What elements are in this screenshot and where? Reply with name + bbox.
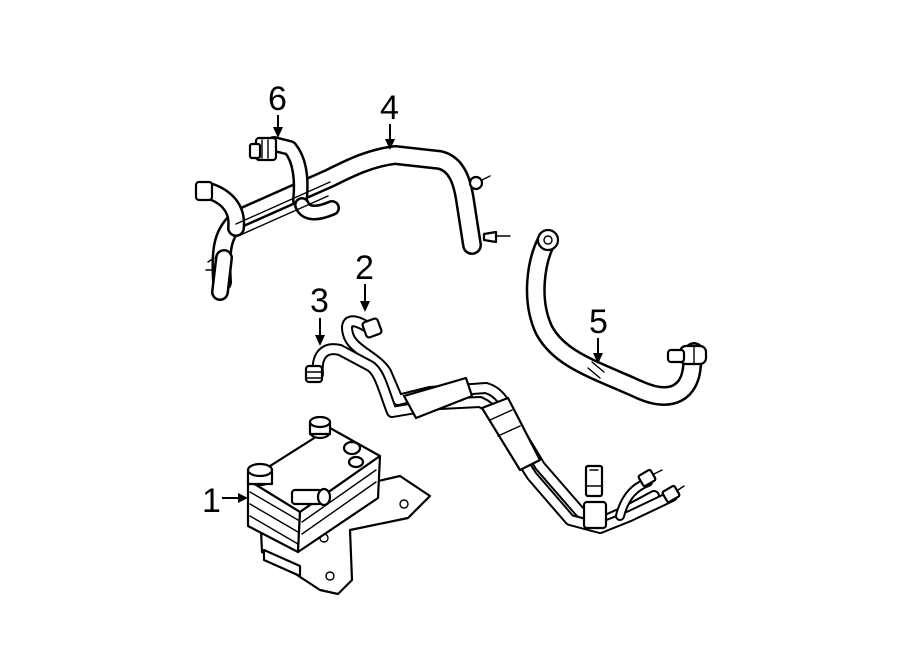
callout-5: 5 — [589, 303, 608, 364]
callout-label-3: 3 — [310, 282, 329, 320]
hose-clip-icon — [468, 175, 484, 191]
callout-arrow-3-icon — [315, 335, 325, 346]
part-5-end-connector — [666, 344, 708, 366]
callout-label-4: 4 — [380, 89, 399, 127]
callout-arrow-6-icon — [273, 127, 283, 138]
callout-arrow-5-icon — [593, 353, 603, 364]
callout-3: 3 — [310, 282, 329, 346]
protective-sleeve-icon — [402, 376, 474, 420]
callout-label-5: 5 — [589, 303, 608, 341]
part-5-return-hose — [525, 228, 708, 406]
hose-end-fitting-left-icon — [194, 180, 214, 202]
part-3-fitting-icon — [304, 364, 324, 384]
callout-arrow-2-icon — [360, 301, 370, 312]
hose-end-cap-icon — [536, 228, 560, 252]
callout-label-2: 2 — [355, 249, 374, 287]
line-bracket-clip — [582, 464, 608, 530]
callout-arrow-1-icon — [238, 493, 248, 503]
part-4-upper-hose — [194, 136, 511, 301]
callout-label-1: 1 — [202, 482, 221, 520]
callout-label-6: 6 — [268, 80, 287, 118]
cooler-inlet-fitting-icon — [316, 487, 332, 507]
callout-arrow-4-icon — [385, 139, 395, 150]
callout-6: 6 — [268, 80, 287, 138]
callout-2: 2 — [355, 249, 374, 312]
cooler-port-left-icon — [246, 462, 274, 478]
callout-4: 4 — [380, 89, 399, 150]
cooler-port-rear-icon — [308, 415, 332, 429]
part-6-connector — [248, 136, 278, 162]
part-1-oil-cooler — [246, 415, 432, 596]
part-2-fitting-icon — [361, 317, 383, 339]
callout-1: 1 — [202, 482, 248, 520]
mounting-stud-icon — [482, 230, 498, 244]
part-2-and-3-cooler-lines — [304, 315, 685, 534]
